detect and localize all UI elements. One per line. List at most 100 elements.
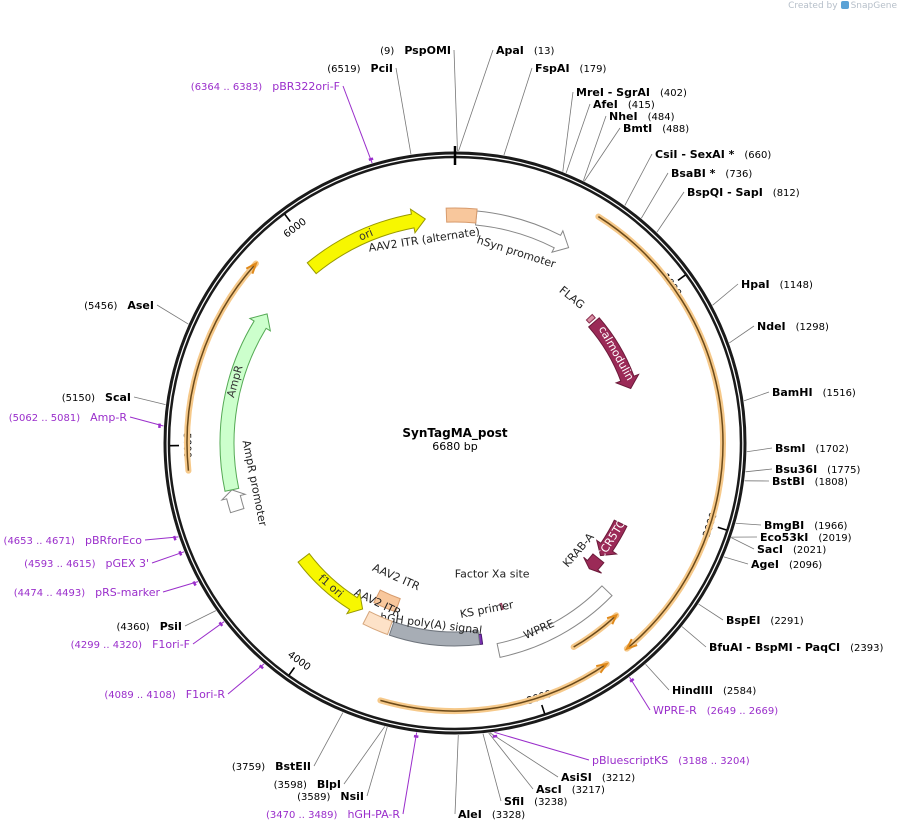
site-label-bfuai-bspmi-paqci: BfuAI - BspMI - PaqCI(2393) — [709, 641, 883, 654]
direction-arc — [380, 663, 608, 712]
primer-prs-marker[interactable]: (4474 .. 4493)pRS-marker — [14, 586, 161, 599]
site-saci[interactable]: SacI(2021) — [757, 543, 826, 556]
site-pcii[interactable]: (6519)PciI — [327, 62, 393, 75]
site-position: (1702) — [816, 444, 849, 455]
feature-flag[interactable]: FLAG — [557, 284, 596, 324]
site-name: AseI — [127, 299, 154, 312]
primer-label-pbrforeco: (4653 .. 4671)pBRforEco — [4, 534, 143, 547]
site-leader-line — [583, 115, 607, 181]
primer-amp-r[interactable]: (5062 .. 5081)Amp-R — [9, 411, 128, 424]
primer-name: hGH-PA-R — [347, 808, 400, 821]
site-asei[interactable]: (5456) AseI — [84, 299, 154, 312]
primer-leader-line — [129, 416, 164, 427]
primer-f1ori-f[interactable]: (4299 .. 4320)F1ori-F — [71, 638, 190, 651]
feature-krab-a-shape — [583, 553, 605, 574]
direction-arc — [597, 215, 724, 650]
site-position: (3212) — [602, 773, 635, 784]
primer-pbrforeco[interactable]: (4653 .. 4671)pBRforEco — [4, 534, 143, 547]
snapgene-logo-icon — [840, 1, 849, 9]
site-label-bsu36i: Bsu36I(1775) — [775, 463, 861, 476]
feature-f1-ori[interactable]: f1 ori — [297, 552, 364, 615]
site-fspai[interactable]: FspAI(179) — [535, 62, 607, 75]
site-scai[interactable]: (5150)ScaI — [62, 391, 131, 404]
site-eco53ki[interactable]: Eco53kI(2019) — [760, 531, 852, 544]
primer-pbr322ori-f[interactable]: (6364 .. 6383)pBR322ori-F — [191, 80, 340, 93]
feature-hsyn[interactable]: hSyn promoter — [475, 210, 570, 271]
site-name: SacI — [757, 543, 783, 556]
site-leader-line — [133, 396, 166, 406]
site-label-ndei: NdeI(1298) — [757, 320, 829, 333]
site-leader-line — [645, 663, 670, 691]
site-hindiii[interactable]: HindIII(2584) — [672, 684, 756, 697]
site-mrei-sgrai[interactable]: MreI - SgrAI(402) — [576, 86, 687, 99]
direction-arc — [186, 263, 257, 471]
site-csii-sexai[interactable]: CsiI - SexAI *(660) — [655, 148, 771, 161]
site-nhei[interactable]: NheI(484) — [609, 110, 675, 123]
site-bstbi[interactable]: BstBI(1808) — [772, 475, 848, 488]
feature-ampr-promoter-shape — [220, 489, 247, 514]
site-bfuai-bspmi-paqci[interactable]: BfuAI - BspMI - PaqCI(2393) — [709, 641, 883, 654]
primer-binding-mark — [172, 535, 177, 541]
site-asisi[interactable]: AsiSI(3212) — [561, 771, 635, 784]
site-sfii[interactable]: SfiI(3238) — [504, 795, 568, 808]
site-bmgbi[interactable]: BmgBI(1966) — [764, 519, 848, 532]
primer-wpre-r[interactable]: WPRE-R(2649 .. 2669) — [653, 704, 778, 717]
site-bsteii[interactable]: (3759)BstEII — [232, 760, 311, 773]
ruler-tick — [677, 274, 686, 281]
site-bamhi[interactable]: BamHI(1516) — [772, 386, 856, 399]
site-name: BmgBI — [764, 519, 804, 532]
primer-pgex-3[interactable]: (4593 .. 4615)pGEX 3' — [24, 557, 149, 570]
site-label-blpi: (3598)BlpI — [274, 778, 341, 791]
site-bsabi[interactable]: BsaBI *(736) — [671, 167, 752, 180]
feature-aav2-itr-1-shape — [373, 589, 401, 613]
feature-factor-xa[interactable]: Factor Xa site — [455, 567, 530, 611]
plasmid-name: SynTagMA_post — [402, 426, 508, 441]
site-ndei[interactable]: NdeI(1298) — [757, 320, 829, 333]
site-pspomi[interactable]: (9)PspOMI — [380, 44, 451, 57]
primer-position: (4653 .. 4671) — [4, 536, 76, 547]
primer-label-amp-r: (5062 .. 5081)Amp-R — [9, 411, 128, 424]
site-bmti[interactable]: BmtI(488) — [623, 122, 689, 135]
site-bsu36i[interactable]: Bsu36I(1775) — [775, 463, 861, 476]
primer-label-f1ori-f: (4299 .. 4320)F1ori-F — [71, 638, 190, 651]
site-agei[interactable]: AgeI (2096) — [751, 558, 822, 571]
site-bspei[interactable]: BspEI(2291) — [726, 614, 804, 627]
site-label-bsteii: (3759)BstEII — [232, 760, 311, 773]
site-position: (2096) — [789, 560, 822, 571]
site-bspqi-sapi[interactable]: BspQI - SapI(812) — [687, 186, 800, 199]
feature-ccr5tc[interactable]: CCR5TC — [594, 517, 628, 561]
site-labels[interactable]: (9)PspOMI (6519)PciI ApaI(13) FspAI(179) Mre… — [4, 44, 884, 821]
brand-created-by: Created by — [788, 1, 838, 11]
direction-arc-arrowhead — [596, 662, 610, 674]
site-blpi[interactable]: (3598)BlpI — [274, 778, 341, 791]
site-bsmi[interactable]: BsmI(1702) — [775, 442, 849, 455]
site-name: AgeI — [751, 558, 779, 571]
site-label-apai: ApaI(13) — [496, 44, 555, 57]
feature-wpre[interactable]: WPRE — [496, 585, 613, 658]
site-alei[interactable]: AleI(3328) — [458, 808, 525, 821]
primer-label-prs-marker: (4474 .. 4493)pRS-marker — [14, 586, 161, 599]
feature-calmodulin-shape — [587, 317, 640, 390]
primer-f1ori-r[interactable]: (4089 .. 4108)F1ori-R — [104, 688, 225, 701]
primer-pbluescriptks[interactable]: pBluescriptKS(3188 .. 3204) — [592, 754, 750, 767]
site-position: (1808) — [815, 477, 848, 488]
site-position: (5456) — [84, 301, 117, 312]
feature-ori[interactable]: ori — [306, 208, 427, 275]
site-label-alei: AleI(3328) — [458, 808, 525, 821]
feature-calmodulin-label: calmodulin — [596, 324, 637, 383]
site-label-pcii: (6519)PciI — [327, 62, 393, 75]
feature-calmodulin[interactable]: calmodulin — [587, 317, 640, 390]
site-position: (3598) — [274, 780, 307, 791]
site-position: (1516) — [823, 388, 856, 399]
site-afei[interactable]: AfeI(415) — [593, 98, 655, 111]
site-psii[interactable]: (4360)PsiI — [116, 620, 182, 633]
feature-ccr5tc-label: CCR5TC — [594, 517, 628, 561]
site-apai[interactable]: ApaI(13) — [496, 44, 555, 57]
primer-hgh-pa-r[interactable]: (3470 .. 3489)hGH-PA-R — [266, 808, 400, 821]
primer-binding-mark — [368, 157, 374, 162]
site-nsii[interactable]: (3589)NsiI — [297, 790, 364, 803]
site-asci[interactable]: AscI(3217) — [536, 783, 605, 796]
site-hpai[interactable]: HpaI(1148) — [741, 278, 813, 291]
feature-ks-primer-label: KS primer — [459, 598, 515, 621]
site-label-bmgbi: BmgBI(1966) — [764, 519, 848, 532]
